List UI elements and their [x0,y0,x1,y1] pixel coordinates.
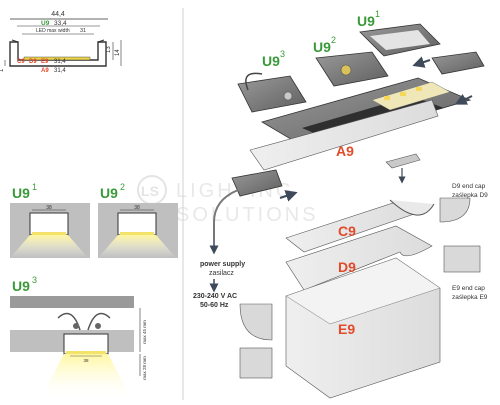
u9-3-spring-arm [245,72,263,91]
power-cable [213,189,239,238]
variant-u9-3-sup: 3 [32,275,37,285]
variant-u9-1-light-beam [10,235,88,258]
d9-cap-label-2: zaślepka D9 [452,192,488,199]
e9-label: E9 [338,321,355,337]
profile-end-piece [431,51,485,75]
variant-u9-2-light-beam [98,235,176,258]
u9-2-flange-part [315,51,389,87]
led-dim-value: 31 [80,28,86,34]
profile-lips [11,39,105,43]
e9-end-cap-part [443,245,481,273]
variant-u9-1-sup: 1 [32,182,37,192]
round-end-cap-part [239,303,273,341]
variant-u9-3-spring-pivot-left [73,323,79,329]
variant-u9-1: U9 1 38 [10,182,90,258]
variant-u9-2-profile [117,212,157,236]
power-label-2: zasilacz [209,270,234,277]
c9-label-small: C9 [17,59,25,65]
cross-section-drawing: 44,4 U9 33,4 LED max width 31 C9 D9 E9 3… [0,11,122,74]
d9-cover-part [285,225,433,291]
e9-cover-top [285,257,441,325]
e9-cap-label-2: zaślepka E9 [452,294,488,301]
e9-cap-label-1: E9 end cap [452,285,485,292]
variant-u9-3-top-dim: max 45 mm [142,320,147,344]
u9-dim-name: U9 [41,20,50,27]
height-label-1: 13 [106,46,112,53]
led-chip-3 [416,87,422,91]
mounting-bracket-part [385,153,421,169]
power-label-1: power supply [200,261,245,268]
u9-1-flange-inner [370,30,430,50]
exploded-view: U9 1 U9 2 U9 3 A9 [193,9,488,399]
height-label-2: 14 [115,49,121,56]
variant-u9-3-bottom-dim: max 28 mm [142,356,147,380]
variant-u9-3-ceiling-top [10,296,134,308]
u9-3-spring-part [237,75,307,113]
variant-u9-3-led [66,351,106,354]
led-strip-section [23,56,91,61]
variant-u9-2: U9 2 38 [98,182,178,258]
profile-outline [9,41,107,67]
led-chip-2 [400,92,406,96]
d9-label-small: D9 [29,59,37,65]
power-label-3: 230-240 V AC [193,293,237,300]
arrow-end-piece [454,93,473,105]
d9-cap-label-1: D9 end cap [452,183,486,190]
a9-label-small: A9 [41,68,49,74]
exploded-u9-2-sup: 2 [331,35,336,45]
exploded-u9-2-name: U9 [313,39,331,55]
d9-end-cap-part [439,197,471,223]
variant-u9-2-sup: 2 [120,182,125,192]
e9-label-small: E9 [41,59,49,65]
u9-3-bolt-icon [283,91,293,101]
c9-label: C9 [338,223,356,239]
exploded-u9-1-name: U9 [357,13,375,29]
variant-u9-1-profile [29,212,69,236]
variant-u9-3-springs [57,312,111,331]
led-chip-1 [384,96,390,100]
arrow-u9-1 [412,56,431,68]
exploded-u9-3-sup: 3 [280,49,285,59]
u9-dim-value: 33,4 [54,20,67,27]
watermark-line2: SOLUTIONS [176,204,319,226]
watermark-logo-letters: LS [141,183,159,199]
variant-u9-3-dim: 38 [83,358,89,363]
variant-u9-1-led [32,232,66,235]
exploded-u9-1-sup: 1 [375,9,380,19]
variant-u9-1-name: U9 [12,185,30,201]
variant-u9-2-name: U9 [100,185,118,201]
height-label-3: 1 [0,68,5,72]
a9-value: 31,4 [54,68,66,74]
variant-u9-3-name: U9 [12,278,30,294]
led-strip-part [371,81,451,111]
power-label-4: 50-60 Hz [200,302,229,309]
variant-u9-1-dim: 38 [46,205,52,211]
a9-cover-part [249,99,439,171]
exploded-u9-3-name: U9 [262,53,280,69]
d9-profile-end [389,199,435,216]
a9-label: A9 [336,143,354,159]
variant-u9-3-light-beam [40,354,132,400]
variant-u9-2-dim: 38 [134,205,140,211]
variant-u9-2-led [120,232,154,235]
square-end-cap-part [239,347,273,379]
u9-2-screw-icon [340,64,352,76]
cde-value: 31,4 [54,59,66,65]
variant-u9-3: U9 3 38 max 45 mm max 28 mm [10,275,147,400]
d9-label: D9 [338,259,356,275]
arrow-cable [279,190,298,202]
width-dim-label: 44,4 [51,11,65,18]
led-dim-label: LED max width [36,28,70,34]
variant-u9-3-spring-pivot-right [95,323,101,329]
